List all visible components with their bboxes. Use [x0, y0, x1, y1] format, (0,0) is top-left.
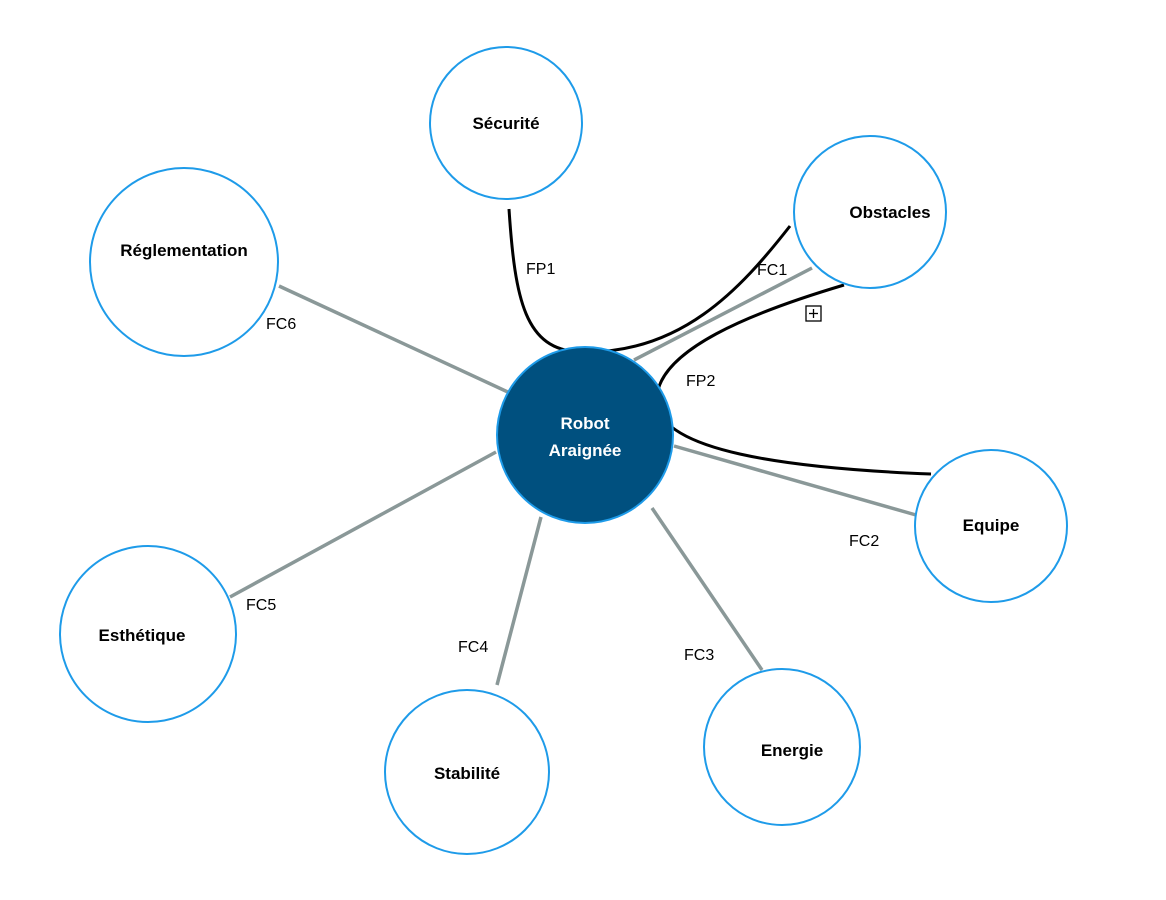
- edge-fc2[interactable]: [673, 444, 917, 517]
- edge-fc3[interactable]: [650, 507, 764, 671]
- edge-fp1[interactable]: [507, 208, 792, 354]
- node-securite[interactable]: Sécurité: [429, 46, 583, 200]
- edge-fc1[interactable]: [633, 266, 813, 362]
- edge-label-fc5: FC5: [246, 597, 276, 614]
- node-label: Sécurité: [472, 114, 539, 133]
- edge-label-fc1: FC1: [757, 262, 787, 279]
- edge-fc6[interactable]: [278, 284, 511, 395]
- node-label: Stabilité: [434, 764, 500, 783]
- center-label-line2: Araignée: [549, 441, 622, 460]
- edge-label-fp2: FP2: [686, 373, 715, 390]
- node-label: Esthétique: [99, 626, 186, 645]
- node-equipe[interactable]: Equipe: [914, 449, 1068, 603]
- node-energie[interactable]: Energie: [703, 668, 861, 826]
- node-label: Equipe: [963, 516, 1020, 535]
- edge-label-fc2: FC2: [849, 533, 879, 550]
- edge-fc5[interactable]: [229, 450, 497, 599]
- edge-label-fc6: FC6: [266, 316, 296, 333]
- node-label: Obstacles: [849, 203, 930, 222]
- edge-label-fc3: FC3: [684, 647, 714, 664]
- center-label-line1: Robot: [560, 414, 609, 433]
- expand-plus-icon[interactable]: [805, 305, 822, 322]
- node-reglementation[interactable]: Réglementation: [89, 167, 279, 357]
- edge-labels: FP1 FC1 FP2 FC6 FC2 FC5 FC4 FC3: [246, 261, 879, 664]
- edge-label-fc4: FC4: [458, 639, 488, 656]
- node-robot-araignee[interactable]: Robot Araignée: [496, 346, 674, 524]
- node-stabilite[interactable]: Stabilité: [384, 689, 550, 855]
- fc-edges: [229, 266, 917, 686]
- node-label: Réglementation: [120, 241, 248, 260]
- edge-fc4[interactable]: [495, 516, 543, 686]
- edge-label-fp1: FP1: [526, 261, 555, 278]
- node-esthetique[interactable]: Esthétique: [59, 545, 237, 723]
- node-label: Energie: [761, 741, 823, 760]
- node-obstacles[interactable]: Obstacles: [793, 135, 947, 289]
